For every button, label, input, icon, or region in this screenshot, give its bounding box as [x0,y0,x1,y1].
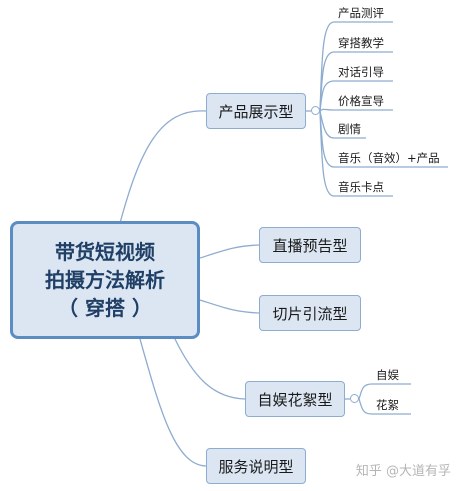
root-node[interactable]: 带货短视频 拍摄方法解析 （ 穿搭 ） [10,221,200,339]
connector-root-branch-2 [199,244,260,259]
root-title-line-3: （ 穿搭 ） [58,296,152,320]
leaf-outfit-tutorial[interactable]: 穿搭教学 [338,36,384,50]
connector-root-branch-1 [119,110,207,224]
collapse-toggle-icon[interactable] [311,106,320,115]
root-title-line-1: 带货短视频 [55,240,155,264]
leaf-dialogue-guide[interactable]: 对话引导 [338,65,384,79]
root-title-line-2: 拍摄方法解析 [45,268,165,292]
connector-root-branch-4 [174,338,246,400]
branch-label: 自娱花絮型 [257,390,333,409]
leaf-music-sfx-product[interactable]: 音乐（音效）+产品 [338,151,440,165]
leaf-self-entertainment[interactable]: 自娱 [376,368,399,382]
leaf-music-beat-sync[interactable]: 音乐卡点 [338,180,384,194]
leaf-drama[interactable]: 剧情 [338,122,361,136]
branch-clip-traffic[interactable]: 切片引流型 [259,295,361,331]
branch-entertainment-bloopers[interactable]: 自娱花絮型 [245,381,345,417]
leaf-price-promo[interactable]: 价格宣导 [338,94,384,108]
watermark: 知乎 @大道有孚 [355,464,451,479]
leaf-bloopers[interactable]: 花絮 [376,398,399,412]
leaf-product-review[interactable]: 产品测评 [338,6,384,20]
branch-label: 产品展示型 [218,102,294,121]
branch-label: 切片引流型 [272,304,348,323]
branch-label: 服务说明型 [218,457,294,476]
branch-label: 直播预告型 [272,236,348,255]
connector-root-branch-3 [199,299,260,314]
connector-root-branch-5 [139,338,207,467]
branch-service-explanation[interactable]: 服务说明型 [206,448,306,484]
collapse-toggle-icon[interactable] [350,394,359,403]
branch-live-preview[interactable]: 直播预告型 [259,227,361,263]
branch-product-display[interactable]: 产品展示型 [206,93,306,129]
